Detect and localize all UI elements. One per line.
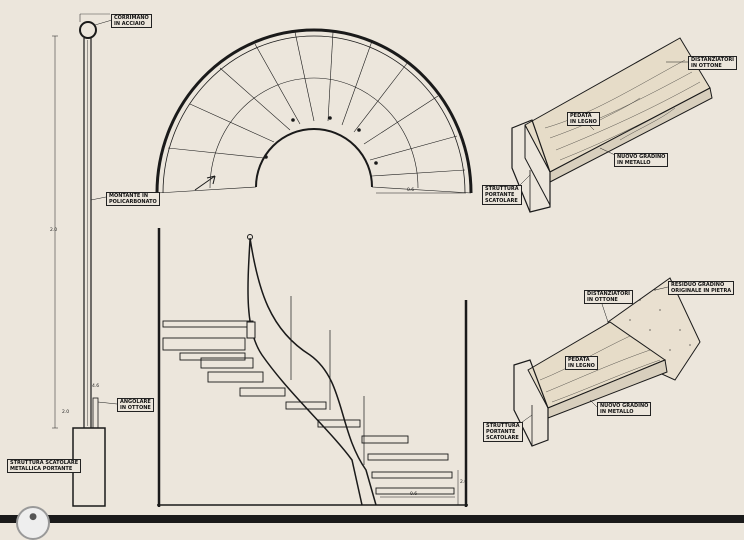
label-box-structure-top: STRUTTURA PORTANTE SCATOLARE bbox=[482, 185, 522, 205]
railing-post-detail bbox=[52, 13, 118, 507]
handrail-section bbox=[79, 21, 97, 39]
label-new-step-bottom: NUOVO GRADINO IN METALLO bbox=[597, 402, 652, 416]
label-original-step: RESIDUO GRADINO ORIGINALE IN PIETRA bbox=[668, 281, 735, 295]
label-angle-brass: ANGOLARE IN OTTONE bbox=[117, 398, 154, 412]
stair-elevation bbox=[157, 228, 468, 507]
label-spacers-top: DISTANZIATORI IN OTTONE bbox=[688, 56, 738, 70]
dim-elev-right: 2.0 bbox=[460, 480, 468, 485]
spiral-stair-plan bbox=[155, 28, 473, 194]
dim-small-1: 4.6 bbox=[92, 384, 100, 389]
dim-small-2: 2.0 bbox=[62, 410, 70, 415]
label-handrail: CORRIMANO IN ACCIAIO bbox=[111, 14, 152, 28]
label-post: MONTANTE IN POLICARBONATO bbox=[106, 192, 160, 206]
dim-elev-step: 0.6 bbox=[410, 492, 418, 497]
label-box-structure-left: STRUTTURA SCATOLARE METALLICA PORTANTE bbox=[7, 459, 82, 473]
tread-detail-top bbox=[511, 37, 713, 213]
dim-post-height: 2.0 bbox=[50, 228, 58, 233]
video-bottom-bar bbox=[0, 515, 744, 523]
dim-plan-radius: 0.6 bbox=[407, 188, 415, 193]
label-spacers-bottom: DISTANZIATORI IN OTTONE bbox=[584, 290, 634, 304]
technical-drawing-sheet bbox=[52, 13, 713, 507]
label-new-step-top: NUOVO GRADINO IN METALLO bbox=[614, 153, 669, 167]
label-box-structure-bottom: STRUTTURA PORTANTE SCATOLARE bbox=[483, 422, 523, 442]
label-tread-wood-top: PEDATA IN LEGNO bbox=[567, 112, 600, 126]
channel-logo-icon[interactable]: ● bbox=[16, 506, 50, 540]
label-tread-wood-bottom: PEDATA IN LEGNO bbox=[565, 356, 598, 370]
